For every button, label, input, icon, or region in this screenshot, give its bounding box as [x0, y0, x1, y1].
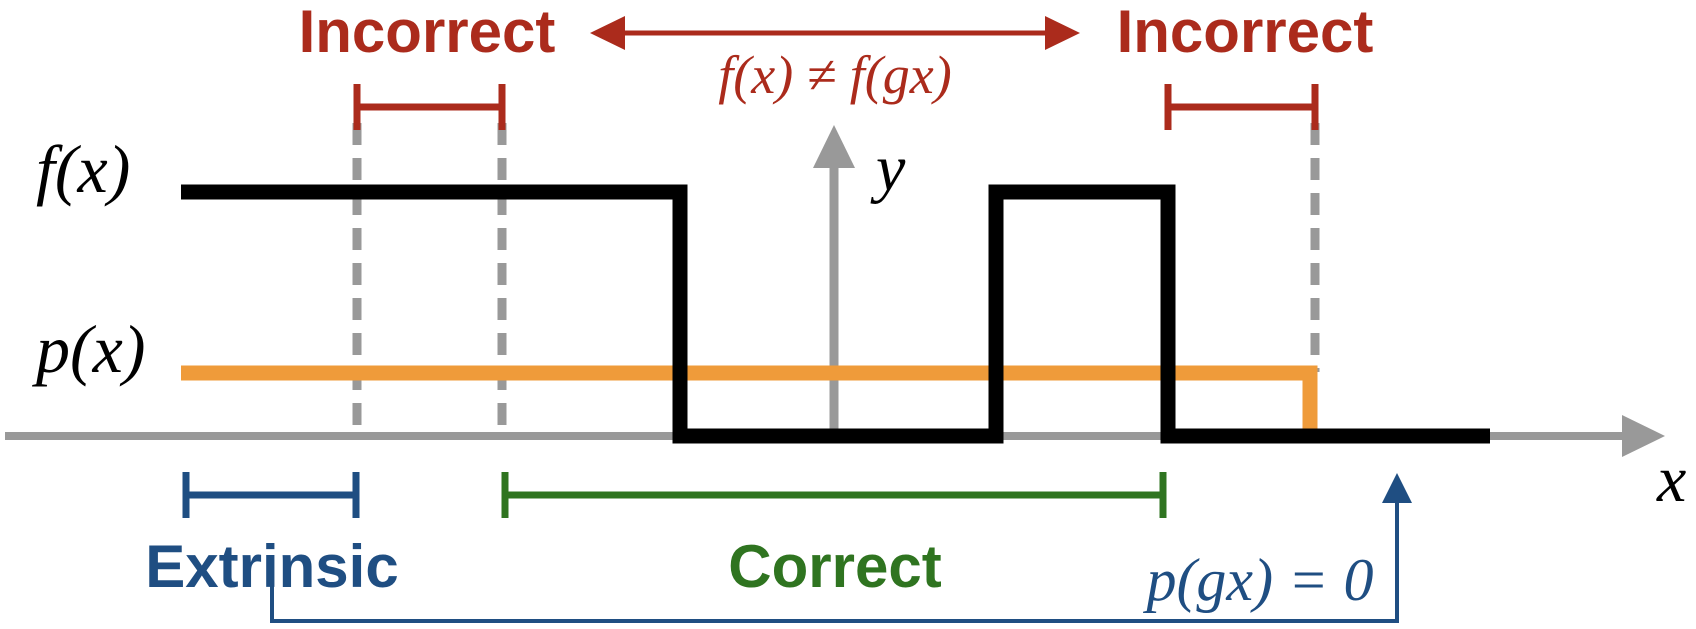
- f-curve: [181, 184, 1490, 444]
- connector-arrowhead-icon: [1382, 473, 1412, 503]
- dashed-guides: [352, 123, 1320, 436]
- incorrect-bracket-left: [353, 84, 506, 130]
- f-of-x-label: f(x): [36, 131, 130, 207]
- incorrect-label-right: Incorrect: [1117, 0, 1374, 65]
- extrinsic-bracket: [182, 472, 360, 518]
- extrinsic-connector-arrow: [270, 473, 1412, 623]
- x-axis-label: x: [1656, 443, 1686, 516]
- x-axis-arrowhead-icon: [1622, 415, 1665, 457]
- y-axis: [813, 125, 855, 432]
- inequality-label: f(x) ≠ f(gx): [718, 45, 952, 105]
- correct-label: Correct: [728, 533, 941, 600]
- incorrect-label-left: Incorrect: [299, 0, 556, 65]
- p-gx-zero-label: p(gx) = 0: [1142, 547, 1373, 613]
- incorrect-bracket-right: [1164, 84, 1319, 130]
- p-curve: [181, 365, 1318, 436]
- p-of-x-label: p(x): [32, 311, 145, 387]
- double-headed-arrow-icon: [590, 16, 1080, 50]
- extrinsic-label: Extrinsic: [145, 533, 398, 600]
- y-axis-label: y: [870, 132, 906, 205]
- y-axis-arrowhead-icon: [813, 125, 855, 168]
- correct-bracket: [501, 472, 1167, 518]
